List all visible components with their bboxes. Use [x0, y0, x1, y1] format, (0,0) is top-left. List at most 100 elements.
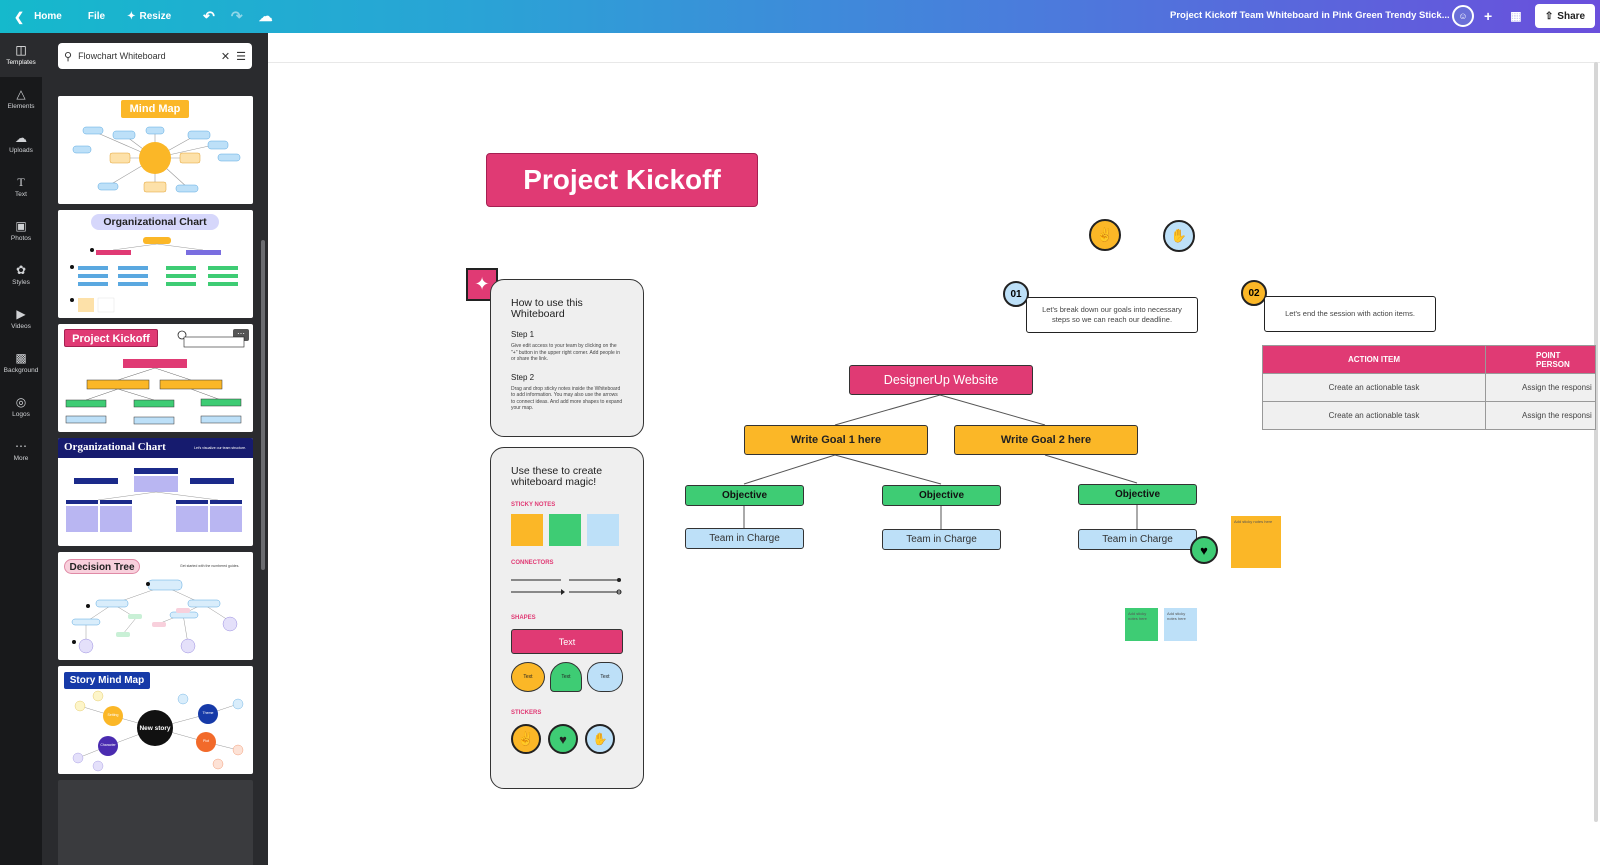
rail-item-templates[interactable]: ◫Templates	[0, 33, 42, 77]
goal-2-node[interactable]: Write Goal 2 here	[954, 425, 1138, 455]
step-02-callout[interactable]: Let's end the session with action items.	[1264, 296, 1436, 332]
canvas-scrollbar[interactable]	[1594, 62, 1598, 822]
heart-sticker-icon[interactable]: ♥	[548, 724, 578, 754]
step1-text: Give edit access to your team by clickin…	[511, 343, 621, 362]
clap-sticker-icon[interactable]: ✋	[1163, 220, 1195, 252]
sticky-note-green[interactable]	[549, 514, 581, 546]
sticky-notes-row	[511, 514, 623, 546]
insights-icon[interactable]: ▦	[1510, 9, 1522, 23]
goal-1-node[interactable]: Write Goal 1 here	[744, 425, 928, 455]
sticky-note-yellow[interactable]	[511, 514, 543, 546]
rail-label: Background	[3, 367, 39, 374]
team-node[interactable]: Team in Charge	[1078, 529, 1197, 550]
redo-button[interactable]: ↷	[223, 0, 251, 33]
share-icon: ⇧	[1544, 10, 1554, 22]
add-collaborator-icon[interactable]: +	[1484, 8, 1493, 24]
clap-sticker-icon[interactable]: ✋	[585, 724, 615, 754]
template-header	[58, 438, 253, 458]
rail-item-styles[interactable]: ✿Styles	[0, 253, 42, 297]
panel-scrollbar[interactable]	[261, 240, 265, 570]
avatar[interactable]: ☺	[1452, 5, 1474, 27]
team-node[interactable]: Team in Charge	[882, 529, 1001, 550]
connectors-preview[interactable]	[511, 570, 623, 600]
template-card-project-kickoff[interactable]: Project Kickoff ⋯	[58, 324, 253, 432]
table-row[interactable]: Create an actionable task Assign the res…	[1262, 373, 1596, 402]
undo-icon: ↶	[203, 8, 215, 24]
document-title[interactable]: Project Kickoff Team Whiteboard in Pink …	[1170, 10, 1450, 21]
photos-icon: ▣	[15, 219, 27, 233]
action-items-table[interactable]: ACTION ITEM POINT PERSON Create an actio…	[1262, 345, 1596, 430]
file-menu-button[interactable]: File	[80, 0, 113, 33]
rail-item-videos[interactable]: ▶Videos	[0, 297, 42, 341]
clear-icon[interactable]: ✕	[220, 50, 231, 63]
template-title: Organizational Chart	[64, 441, 166, 453]
template-title: Mind Map	[121, 100, 189, 118]
table-cell[interactable]: Assign the responsi	[1485, 373, 1596, 402]
table-cell[interactable]: Create an actionable task	[1262, 401, 1486, 430]
background-icon: ▩	[15, 351, 27, 365]
thumbs-up-sticker-icon[interactable]: ✌	[1089, 219, 1121, 251]
elements-icon: △	[16, 87, 26, 101]
stickers-label: STICKERS	[511, 710, 542, 716]
stickers-row: ✌ ♥ ✋	[511, 724, 623, 754]
sticky-note-blue[interactable]: Add sticky notes here	[1164, 608, 1197, 641]
table-cell[interactable]: Assign the responsi	[1485, 401, 1596, 430]
shape-rect[interactable]: Text	[511, 629, 623, 654]
table-cell[interactable]: Create an actionable task	[1262, 373, 1486, 402]
rail-label: Elements	[7, 103, 35, 110]
shape-circle[interactable]: Text	[511, 662, 545, 692]
rail-label: Photos	[10, 235, 32, 242]
template-card-org-chart[interactable]: Organizational Chart	[58, 210, 253, 318]
heart-sticker-icon[interactable]: ♥	[1190, 536, 1218, 564]
sticky-note-green[interactable]: Add sticky notes here	[1125, 608, 1158, 641]
shape-hexagon[interactable]: Text	[587, 662, 623, 692]
text-icon: T	[17, 175, 25, 189]
template-card-mind-map[interactable]: Mind Map	[58, 96, 253, 204]
rail-item-text[interactable]: T Text	[0, 165, 42, 209]
sticky-note-yellow[interactable]: Add sticky notes here	[1231, 516, 1281, 568]
template-title: Decision Tree	[64, 559, 140, 574]
undo-button[interactable]: ↶	[195, 0, 223, 33]
objective-node[interactable]: Objective	[1078, 484, 1197, 505]
thumbs-up-sticker-icon[interactable]: ✌	[511, 724, 541, 754]
search-input[interactable]: Flowchart Whiteboard	[78, 51, 166, 61]
story-node-character: Character	[100, 743, 116, 747]
objective-node[interactable]: Objective	[882, 485, 1001, 506]
cloud-save-button[interactable]: ☁	[251, 0, 281, 33]
connectors-label: CONNECTORS	[511, 560, 554, 566]
rail-label: Text	[15, 191, 27, 198]
rail-item-background[interactable]: ▩ Background	[0, 341, 42, 385]
shape-tab[interactable]: Text	[550, 662, 582, 692]
template-title: Story Mind Map	[64, 672, 150, 689]
redo-icon: ↷	[230, 8, 243, 24]
step-01-callout[interactable]: Let's break down our goals into necessar…	[1026, 297, 1198, 333]
rail-item-more[interactable]: ⋯More	[0, 429, 42, 473]
table-row[interactable]: Create an actionable task Assign the res…	[1262, 401, 1596, 430]
template-card-story-mind-map[interactable]: Story Mind Map New story Setting Theme C…	[58, 666, 253, 774]
rail-item-uploads[interactable]: ☁Uploads	[0, 121, 42, 165]
story-mind-map-preview	[72, 690, 244, 772]
rail-item-photos[interactable]: ▣ Photos	[0, 209, 42, 253]
rail-label: Styles	[12, 279, 30, 286]
template-card-org-chart-dark[interactable]: Organizational Chart Let's visualize our…	[58, 438, 253, 546]
resize-button[interactable]: ✦ Resize	[119, 0, 179, 33]
rail-item-logos[interactable]: ◎Logos	[0, 385, 42, 429]
objective-node[interactable]: Objective	[685, 485, 804, 506]
template-card-decision-tree[interactable]: Decision Tree Get started with the numbe…	[58, 552, 253, 660]
sticky-note-blue[interactable]	[587, 514, 619, 546]
step-02-badge[interactable]: 02	[1241, 280, 1267, 306]
search-bar[interactable]: ⚲ Flowchart Whiteboard ✕ ☰	[58, 43, 252, 69]
decision-tree-preview	[71, 579, 238, 654]
root-node[interactable]: DesignerUp Website	[849, 365, 1033, 395]
filter-icon[interactable]: ☰	[236, 50, 246, 63]
share-button[interactable]: ⇧ Share	[1535, 4, 1595, 28]
step-01-badge[interactable]: 01	[1003, 281, 1029, 307]
rail-label: Uploads	[9, 147, 33, 154]
board-title[interactable]: Project Kickoff	[486, 153, 758, 207]
whiteboard-canvas[interactable]	[268, 33, 1600, 865]
toolkit-card[interactable]: Use these to create whiteboard magic! ST…	[490, 447, 644, 789]
team-node[interactable]: Team in Charge	[685, 528, 804, 549]
home-button[interactable]: ❮ Home	[6, 0, 70, 33]
how-to-card[interactable]: How to use this Whiteboard Step 1 Give e…	[490, 279, 644, 437]
rail-item-elements[interactable]: △ Elements	[0, 77, 42, 121]
